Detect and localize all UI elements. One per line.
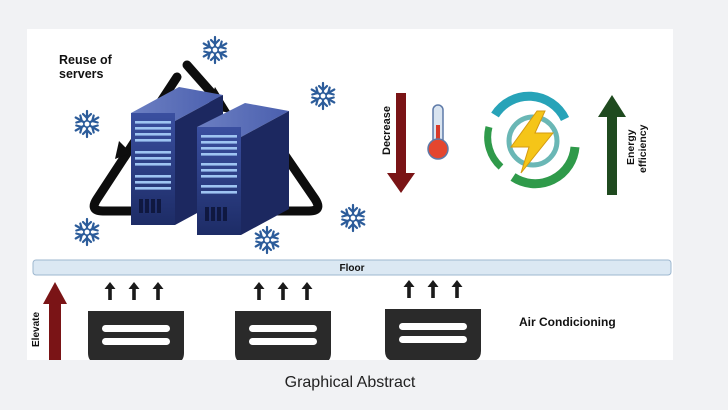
up-arrow-icon: [598, 95, 626, 195]
snowflake-icon-1: [202, 35, 228, 65]
floor-label: Floor: [340, 263, 365, 274]
down-arrow-icon: [387, 93, 415, 193]
decrease-label: Decrease: [381, 106, 393, 155]
airflow-arrow-icon: [128, 282, 140, 300]
graphical-abstract-figure: Reuse of servers: [31, 35, 672, 360]
airflow-arrow-icon: [253, 282, 265, 300]
airflow-arrow-icon: [152, 282, 164, 300]
server-rack-icon-right: [197, 103, 289, 235]
snowflake-icon-2: [310, 81, 336, 111]
elevate-arrow-icon: [43, 282, 67, 360]
graphical-abstract-panel: Reuse of servers: [27, 29, 673, 360]
snowflake-icon-5: [74, 217, 100, 247]
airflow-arrow-icon: [301, 282, 313, 300]
airflow-arrow-icon: [427, 280, 439, 298]
ac-unit-icon-2: [235, 311, 331, 360]
thermometer-icon: [427, 104, 449, 160]
snowflake-icon-6: [254, 225, 280, 255]
reuse-of-servers-label-line2: servers: [59, 67, 104, 81]
ac-unit-icon-3: [385, 309, 481, 360]
elevate-label: Elevate: [31, 312, 42, 347]
energy-bolt-icon: [484, 91, 580, 189]
snowflake-icon-3: [74, 109, 100, 139]
reuse-of-servers-label-line1: Reuse of: [59, 53, 113, 67]
airflow-arrow-icon: [104, 282, 116, 300]
air-conditioning-label: Air Condicioning: [519, 315, 616, 329]
recycle-arrowhead-2: [115, 141, 131, 159]
snowflake-icon-4: [340, 203, 366, 233]
energy-efficiency-label-line1: Energy: [625, 129, 637, 165]
figure-caption: Graphical Abstract: [284, 374, 416, 391]
floor-bar: [32, 259, 672, 276]
ac-unit-icon-1: [88, 311, 184, 360]
airflow-arrow-icon: [403, 280, 415, 298]
energy-efficiency-label-line2: efficiency: [637, 124, 649, 173]
airflow-arrow-icon: [451, 280, 463, 298]
airflow-arrow-icon: [277, 282, 289, 300]
